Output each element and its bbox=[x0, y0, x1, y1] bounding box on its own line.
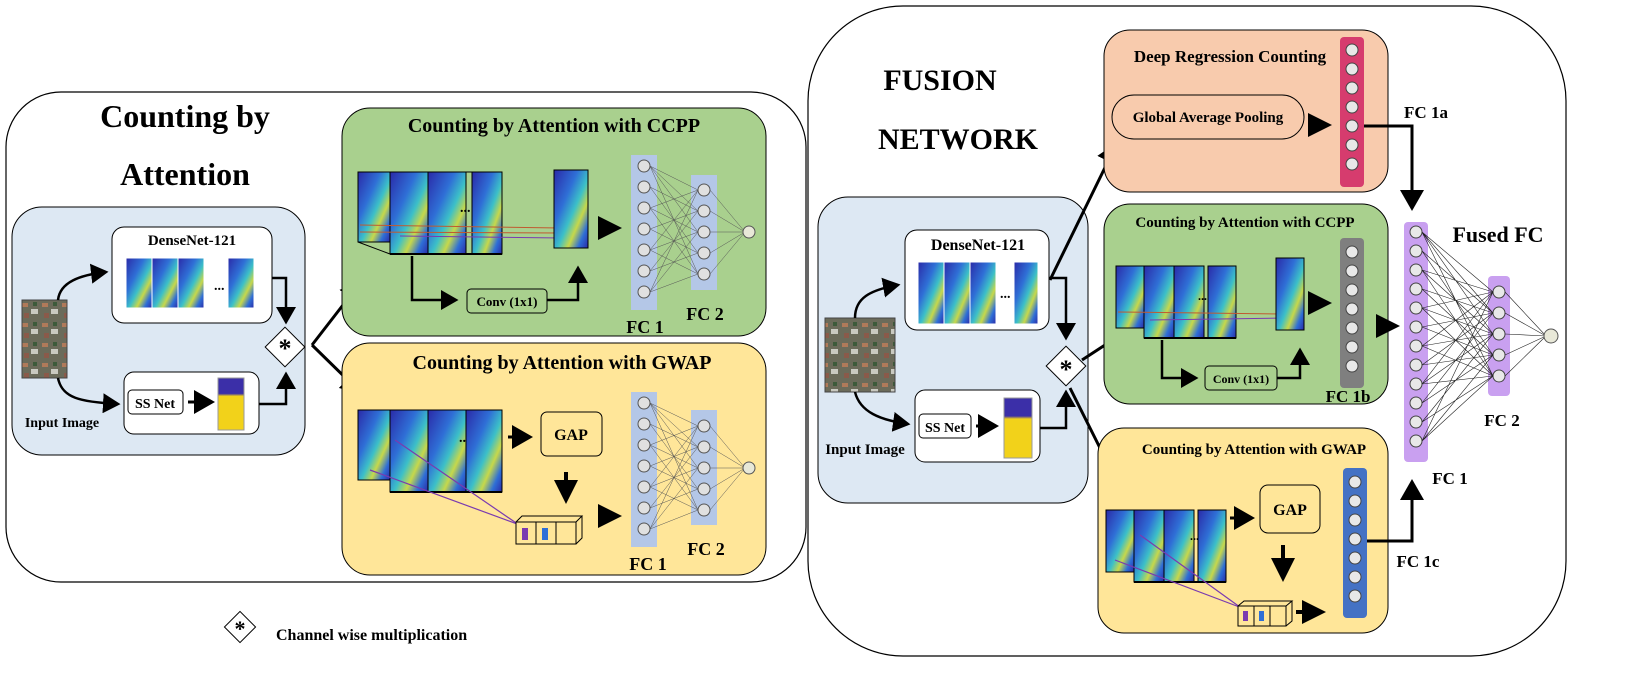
legend-symbol-text: * bbox=[235, 616, 246, 641]
left-densenet-label: DenseNet-121 bbox=[148, 233, 236, 249]
left-ccpp-attention-map bbox=[553, 169, 589, 249]
right-fused-fc2-label: FC 2 bbox=[1484, 411, 1519, 430]
svg-text:...: ... bbox=[214, 279, 225, 294]
left-gwap-connections bbox=[649, 402, 746, 530]
right-fused-output-node bbox=[1543, 328, 1559, 344]
left-densenet-feature-maps: ... bbox=[125, 257, 255, 309]
svg-text:*: * bbox=[279, 334, 292, 363]
left-ssnet-label: SS Net bbox=[135, 397, 175, 412]
left-gwap-fc1-label: FC 1 bbox=[629, 554, 667, 574]
right-fused-fc1-label: FC 1 bbox=[1432, 469, 1467, 488]
right-gwap-gap-label: GAP bbox=[1273, 502, 1307, 519]
right-ccpp-title: Counting by Attention with CCPP bbox=[1135, 215, 1354, 231]
left-panel-title-line1: Counting by bbox=[100, 98, 270, 134]
left-ccpp-fc1 bbox=[631, 155, 657, 310]
right-ccpp-arrow-map bbox=[1277, 347, 1310, 380]
left-ssnet-label-box bbox=[127, 389, 184, 415]
right-arrow-densenet-mult bbox=[1049, 276, 1076, 341]
left-arrow-ssnet-mult bbox=[259, 371, 296, 406]
right-arrow-ssnet-mult bbox=[1040, 389, 1076, 430]
right-drc-gap-label: Global Average Pooling bbox=[1133, 110, 1284, 126]
left-ccpp-arrow-conv bbox=[410, 256, 459, 310]
left-gwap-fc1 bbox=[631, 392, 657, 547]
right-multiply-node: * bbox=[1045, 345, 1087, 387]
right-ccpp-feature-stack: ... bbox=[1115, 265, 1286, 339]
left-gwap-output-node bbox=[742, 461, 756, 475]
right-input-label: Input Image bbox=[825, 442, 905, 458]
right-ccpp-attention-map bbox=[1275, 257, 1305, 331]
right-fused-label: Fused FC bbox=[1452, 222, 1543, 247]
right-gwap-fc1c bbox=[1343, 468, 1367, 618]
right-drc-arrow-fused bbox=[1364, 124, 1424, 211]
left-ccpp-fc2 bbox=[691, 175, 717, 290]
svg-text:*: * bbox=[1060, 355, 1073, 384]
left-ccpp-connections bbox=[649, 165, 746, 293]
left-input-image bbox=[21, 299, 68, 379]
left-gwap-pooled-cubes bbox=[515, 515, 584, 545]
right-drc-gap-box bbox=[1111, 94, 1305, 140]
right-ssnet-label-box bbox=[918, 413, 972, 439]
legend-label: Channel wise multiplication bbox=[276, 627, 467, 644]
left-gwap-fc2-label: FC 2 bbox=[687, 539, 725, 559]
right-panel-title-line2: NETWORK bbox=[878, 123, 1039, 156]
svg-text:...: ... bbox=[460, 201, 471, 216]
right-ss-map bbox=[1003, 397, 1033, 459]
legend-multiply-symbol bbox=[223, 610, 257, 644]
left-ccpp-fc1-label: FC 1 bbox=[626, 317, 664, 337]
left-ccpp-output-node bbox=[742, 225, 756, 239]
svg-text:...: ... bbox=[1198, 289, 1207, 303]
svg-text:...: ... bbox=[1190, 529, 1199, 543]
left-gwap-gap-box bbox=[540, 411, 603, 457]
left-arrow-input-ssnet bbox=[56, 377, 121, 414]
right-gwap-fc-label: FC 1c bbox=[1397, 552, 1440, 571]
right-drc-fc-label: FC 1a bbox=[1404, 103, 1448, 122]
right-gwap-title: Counting by Attention with GWAP bbox=[1142, 442, 1366, 458]
svg-text:...: ... bbox=[1000, 287, 1011, 302]
right-ssnet-label: SS Net bbox=[925, 421, 965, 436]
left-arrow-input-densenet bbox=[56, 263, 109, 301]
left-panel-title-line2: Attention bbox=[120, 156, 250, 192]
right-ccpp-fc-label: FC 1b bbox=[1326, 387, 1371, 406]
right-ccpp-panel bbox=[1103, 203, 1389, 405]
right-fused-fc1 bbox=[1404, 222, 1428, 462]
right-panel-title-line1: FUSION bbox=[883, 64, 997, 97]
right-fused-connections bbox=[1421, 231, 1547, 442]
left-ccpp-fc2-label: FC 2 bbox=[686, 304, 724, 324]
left-ccpp-title: Counting by Attention with CCPP bbox=[408, 115, 700, 137]
left-ccpp-conv-label: Conv (1x1) bbox=[476, 294, 537, 309]
right-gwap-gap-box bbox=[1259, 484, 1321, 534]
left-multiply-node: * bbox=[264, 326, 306, 368]
left-arrow-densenet-mult bbox=[272, 276, 296, 325]
right-ccpp-arrow-conv bbox=[1160, 340, 1199, 388]
svg-text:...: ... bbox=[459, 431, 470, 446]
left-ccpp-arrow-map bbox=[547, 265, 588, 302]
right-ccpp-conv-label: Conv (1x1) bbox=[1213, 372, 1269, 386]
right-arrow-input-densenet bbox=[853, 277, 901, 319]
left-ccpp-feature-stack: ... bbox=[357, 171, 563, 255]
right-fused-fc2 bbox=[1488, 276, 1510, 396]
left-gwap-title: Counting by Attention with GWAP bbox=[413, 352, 712, 374]
right-drc-fc1a bbox=[1340, 37, 1364, 187]
left-gwap-feature-stack: ... bbox=[357, 409, 523, 528]
right-ccpp-fc1b bbox=[1340, 238, 1364, 388]
left-gwap-panel bbox=[341, 342, 767, 576]
left-input-label: Input Image bbox=[25, 416, 99, 431]
left-gwap-gap-label: GAP bbox=[554, 427, 588, 444]
left-ss-map bbox=[217, 377, 245, 431]
right-drc-title: Deep Regression Counting bbox=[1134, 47, 1327, 66]
right-arrow-input-ssnet bbox=[853, 391, 911, 432]
right-gwap-arrow-fused bbox=[1367, 479, 1424, 543]
right-gwap-feature-stack: ... bbox=[1105, 509, 1245, 611]
right-densenet-feature-maps: ... bbox=[917, 261, 1039, 325]
right-gwap-pooled-cubes bbox=[1237, 600, 1294, 627]
right-input-image bbox=[824, 317, 896, 393]
right-densenet-label: DenseNet-121 bbox=[931, 237, 1025, 254]
